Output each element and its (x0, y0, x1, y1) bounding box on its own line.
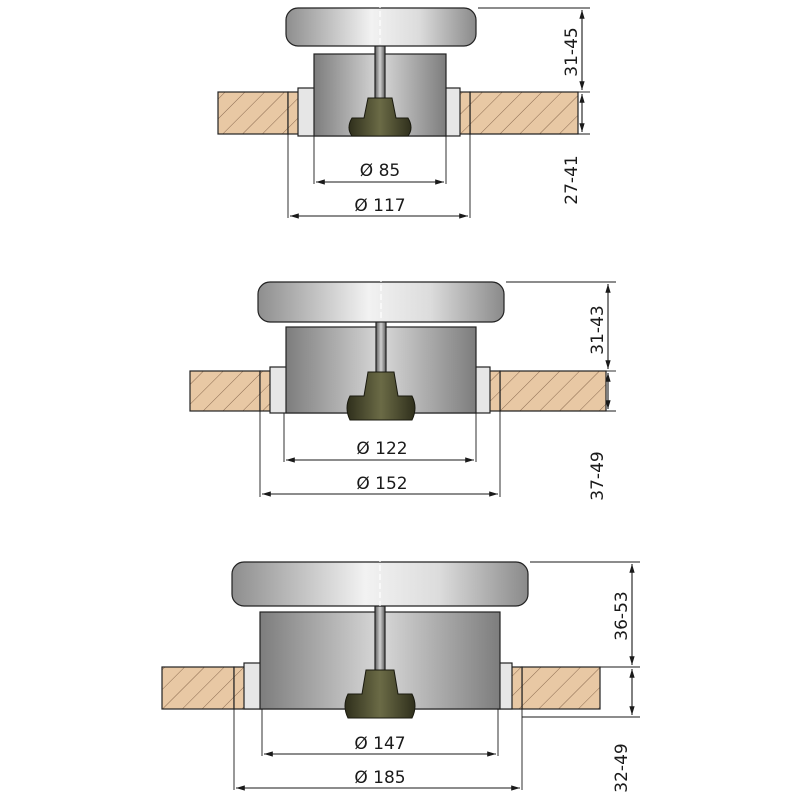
rod-vent-3 (374, 605, 386, 675)
cap-vent-1 (285, 7, 477, 47)
inner-diameter-label: Ø 147 (354, 734, 405, 754)
inner-diameter-label: Ø 122 (356, 439, 407, 459)
deck-left-vent-3 (161, 666, 235, 710)
rod-vent-2 (375, 317, 387, 379)
knob-vent-1 (348, 97, 412, 137)
height-above-label: 31-45 (562, 27, 582, 76)
knob-vent-2 (346, 371, 416, 421)
rod-vent-1 (374, 43, 386, 105)
height-above-label: 36-53 (612, 591, 632, 640)
vent-3: Ø 147 Ø 185 36-53 32-49 (161, 556, 640, 793)
deck-right-vent-3 (521, 666, 601, 710)
deck-left-vent-1 (217, 91, 289, 135)
vent-2: Ø 122 Ø 152 31-43 37-49 (189, 276, 616, 501)
outer-diameter-label: Ø 117 (354, 196, 405, 216)
outer-diameter-label: Ø 152 (356, 474, 407, 494)
knob-vent-3 (344, 669, 416, 719)
deck-thickness-label: 32-49 (612, 743, 632, 792)
vent-1: Ø 85 Ø 117 31-45 27-41 (217, 2, 590, 219)
deck-right-vent-1 (469, 91, 579, 135)
deck-thickness-label: 37-49 (588, 451, 608, 500)
deck-left-vent-2 (189, 370, 261, 412)
deck-thickness-label: 27-41 (562, 155, 582, 204)
height-above-label: 31-43 (588, 305, 608, 354)
inner-diameter-label: Ø 85 (360, 161, 400, 181)
outer-diameter-label: Ø 185 (354, 768, 405, 788)
deck-right-vent-2 (499, 370, 607, 412)
